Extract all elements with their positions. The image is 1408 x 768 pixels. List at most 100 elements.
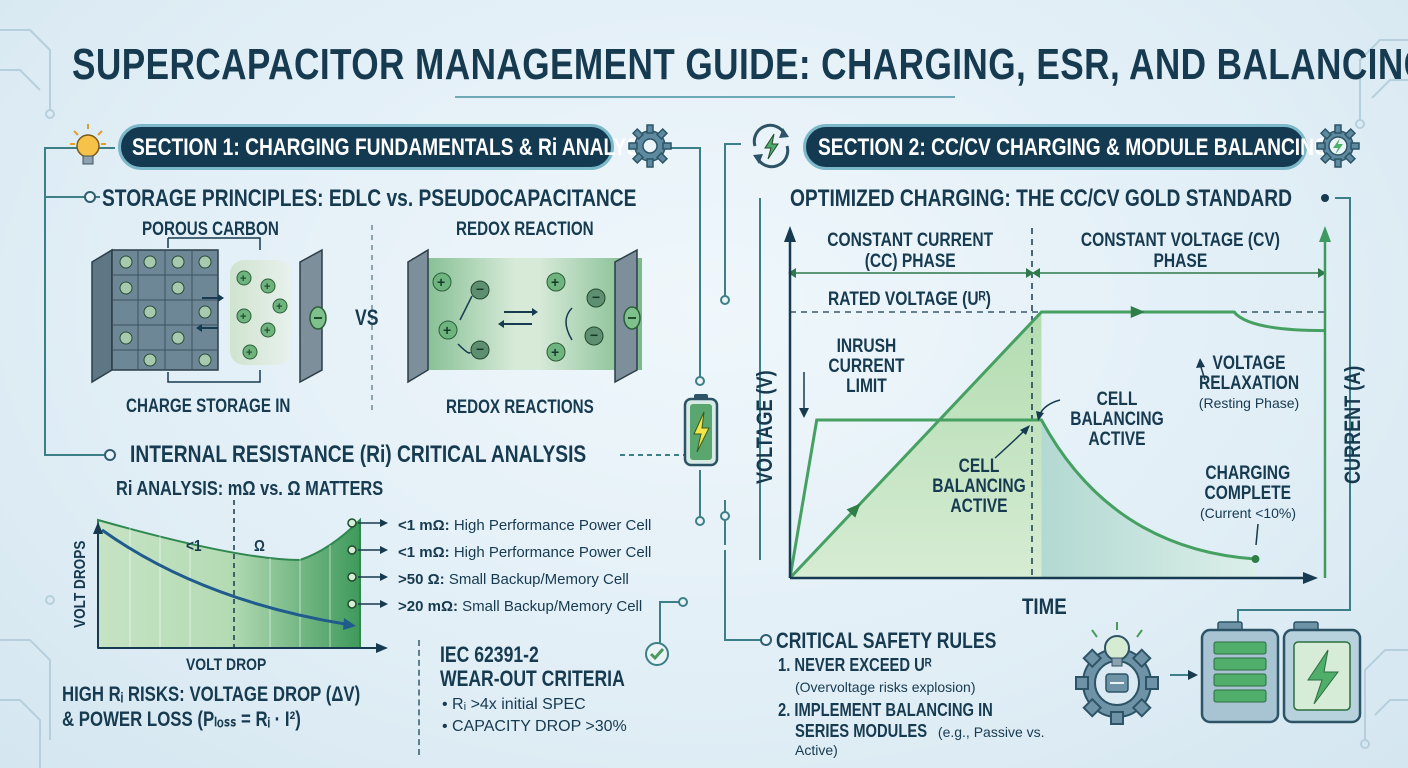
svg-text:+: + [264,325,270,337]
relaxation-label: VOLTAGE RELAXATION (Resting Phase) [1184,354,1314,412]
section2-header-pill [803,124,1307,170]
safety-rule2-line1: 2. IMPLEMENT BALANCING IN [778,700,993,720]
ri-risks-line2: & POWER LOSS (Pₗₒₛₛ = Rᵢ · I²) [62,708,301,731]
svg-text:−: − [476,341,484,357]
relaxation-line: VOLTAGE [1212,353,1286,374]
safety-rule2-note: (e.g., Passive vs. [934,724,1045,740]
svg-text:−: − [590,327,598,343]
complete-line: COMPLETE [1204,483,1292,504]
cv-phase-area [1041,420,1256,578]
charging-complete-label: CHARGING COMPLETE (Current <10%) [1188,464,1308,522]
battery-module-icon [1196,620,1376,725]
svg-text:−: − [592,289,600,305]
ri-zone-right: Ω [254,538,265,555]
safety-rule2-line3: Active) [795,742,838,758]
bulb-icon [68,122,108,170]
gear-icon [626,122,674,170]
iec-criteria-list: • Rᵢ >4x initial SPEC • CAPACITY DROP >3… [442,694,627,738]
inrush-line: INRUSH [836,336,897,357]
battery-icon [682,392,720,468]
iec-divider [418,640,420,755]
balancing-lower-line: ACTIVE [950,496,1008,517]
svg-text:+: + [276,301,282,313]
rated-voltage-label: RATED VOLTAGE (Uᴿ) [828,289,991,310]
storage-heading: STORAGE PRINCIPLES: EDLC vs. PSEUDOCAPAC… [102,185,637,212]
svg-text:+: + [240,311,246,323]
section1-header-pill [118,124,614,170]
redox-reactions-label: REDOX REACTIONS [446,397,594,418]
balancing-upper-line: ACTIVE [1088,429,1146,450]
vs-label: VS [355,305,379,330]
charging-cycle-icon [745,120,797,172]
balancing-upper-line: BALANCING [1070,409,1164,430]
ri-subheading: Ri ANALYSIS: mΩ vs. Ω MATTERS [116,478,384,500]
checkmark-icon [643,640,671,668]
voltage-series-line [788,310,1326,580]
balancing-upper-label: CELL BALANCING ACTIVE [1060,390,1164,450]
iec-criteria-item: • CAPACITY DROP >30% [442,718,627,735]
cv-phase-label: CONSTANT VOLTAGE (CV) PHASE [1040,230,1320,272]
current-series-line [788,418,1256,579]
inrush-label: INRUSH CURRENT LIMIT [820,337,910,397]
iec-title-line1: IEC 62391-2 [440,642,539,667]
cc-phase-label: CONSTANT CURRENT (CC) PHASE [800,230,1020,272]
porous-carbon-label: POROUS CARBON [142,219,279,240]
cc-phase-line: (CC) PHASE [864,251,956,272]
svg-text:+: + [551,344,559,360]
voltage-axis-label: VOLTAGE (V) [752,370,777,484]
safety-rule2-emphasis: SERIES MODULES [795,721,928,741]
voltage-arrow [846,503,861,518]
svg-text:+: + [240,273,246,285]
relaxation-note: (Resting Phase) [1198,395,1300,411]
title-underline [455,96,955,98]
cc-phase-line: CONSTANT CURRENT [827,230,993,251]
ri-heading: INTERNAL RESISTANCE (Ri) CRITICAL ANALYS… [130,441,587,468]
ri-legend-item: >20 mΩ: Small Backup/Memory Cell [398,598,643,615]
ri-zone-left: <1 [186,538,202,555]
time-axis-label: TIME [1022,594,1067,619]
safety-rule1: 1. NEVER EXCEED Uᴿ [778,655,932,675]
current-axis-label: CURRENT (A) [1340,365,1365,484]
ri-x-axis-label: VOLT DROP [186,655,267,674]
relaxation-line: RELAXATION [1198,373,1300,394]
chart-heading: OPTIMIZED CHARGING: THE CC/CV GOLD STAND… [790,185,1293,212]
cv-phase-line: PHASE [1153,251,1207,272]
redox-reaction-label: REDOX REACTION [456,219,594,240]
svg-text:+: + [246,347,252,359]
section2-header: SECTION 2: CC/CV CHARGING & MODULE BALAN… [818,134,1329,161]
gear-bulb-icon [1062,618,1172,728]
svg-text:+: + [437,274,445,290]
complete-note: (Current <10%) [1199,505,1297,521]
ri-legend: <1 mΩ: High Performance Power Cell <1 mΩ… [398,512,651,620]
ri-risks-line1: HIGH Rᵢ RISKS: VOLTAGE DROP (ΔV) [62,683,361,706]
cv-phase-line: CONSTANT VOLTAGE (CV) [1080,230,1280,251]
charge-complete-point [1251,555,1260,564]
voltage-arrow [1130,306,1145,318]
charge-storage-label: CHARGE STORAGE IN [126,396,291,417]
complete-line: CHARGING [1205,463,1291,484]
safety-rule1-note: (Overvoltage risks explosion) [795,679,976,695]
svg-text:−: − [476,281,484,297]
section1-header: SECTION 1: CHARGING FUNDAMENTALS & Ri AN… [132,134,658,161]
balancing-lower-line: BALANCING [932,476,1026,497]
iec-title-line2: WEAR-OUT CRITERIA [440,666,625,691]
svg-text:+: + [264,281,270,293]
ri-legend-item: >50 Ω: Small Backup/Memory Cell [398,571,629,588]
ri-legend-item: <1 mΩ: High Performance Power Cell [398,544,652,561]
balancing-lower-label: CELL BALANCING ACTIVE [922,456,1026,517]
iec-criteria-item: • Rᵢ >4x initial SPEC [442,696,586,713]
gear-bolt-icon [1314,122,1362,170]
svg-text:+: + [551,274,559,290]
svg-text:+: + [443,322,451,338]
ri-legend-item: <1 mΩ: High Performance Power Cell [398,517,652,534]
balancing-lower-line: CELL [958,456,1000,477]
safety-heading: CRITICAL SAFETY RULES [776,628,997,653]
inrush-line: LIMIT [846,376,887,397]
safety-rule2-line2: SERIES MODULES (e.g., Passive vs. [795,721,1045,742]
